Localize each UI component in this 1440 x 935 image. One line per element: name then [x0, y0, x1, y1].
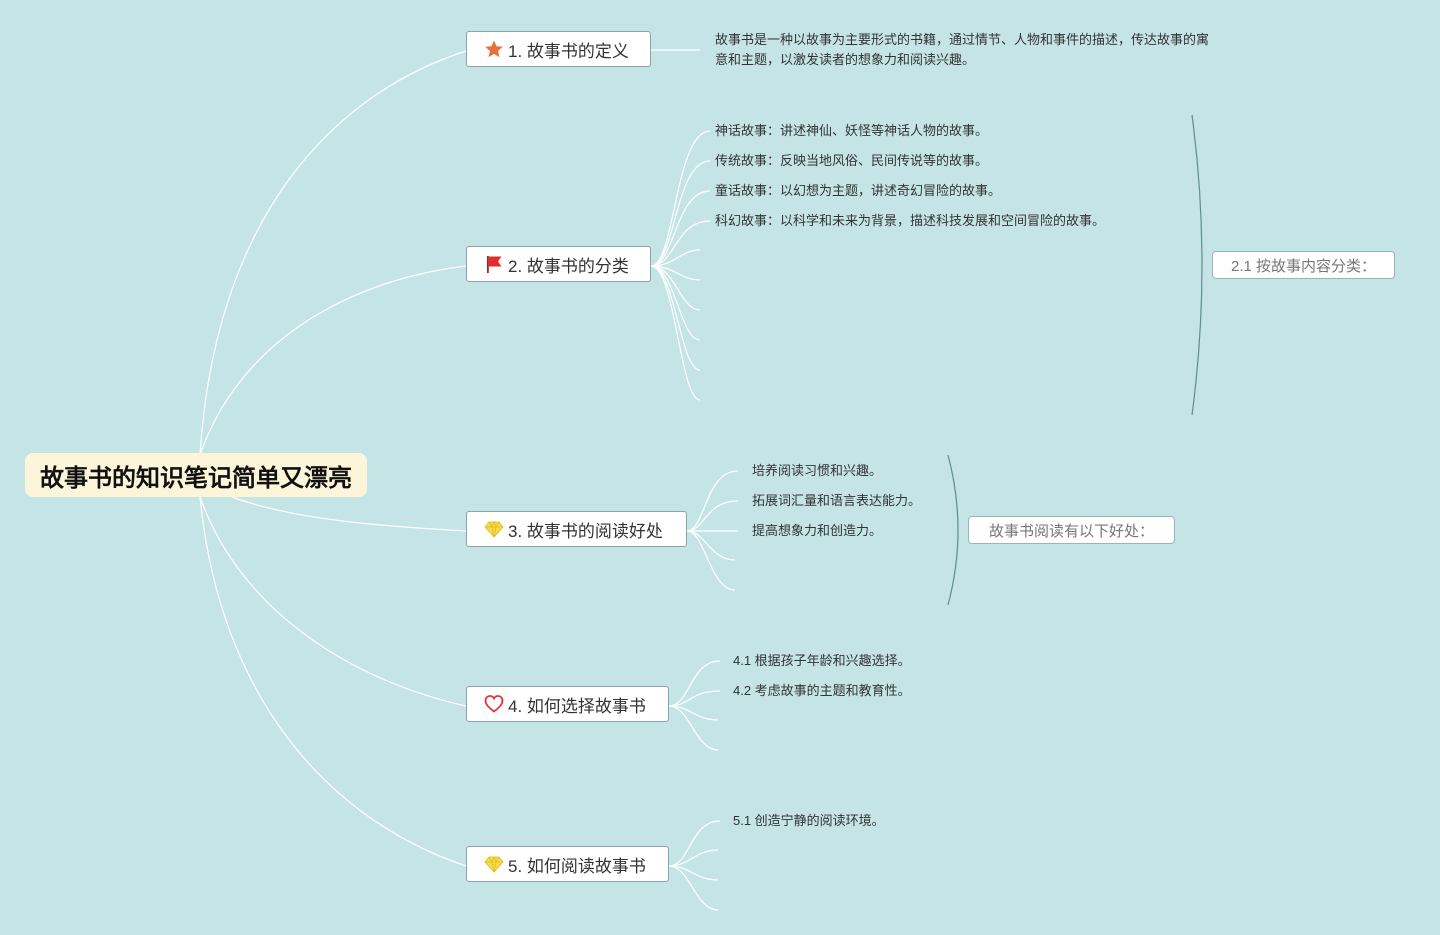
root-title: 故事书的知识笔记简单又漂亮	[40, 464, 352, 492]
root-to-topic-5-connector	[199, 496, 467, 867]
read-item[interactable]: 5.1 创造宁静的阅读环境。	[733, 813, 885, 828]
benefits-summary-bracket	[947, 454, 959, 606]
topic-label: 2. 故事书的分类	[508, 256, 629, 276]
root-to-topic-4-connector	[199, 496, 467, 707]
root-to-topic-3-connector	[231, 496, 467, 532]
diamond-icon	[484, 856, 504, 873]
benefit-item[interactable]: 提高想象力和创造力。	[752, 523, 883, 538]
summary-label: 故事书阅读有以下好处：	[988, 522, 1154, 540]
choose-item[interactable]: 4.2 考虑故事的主题和教育性。	[733, 683, 911, 698]
classification-summary[interactable]: 2.1 按故事内容分类：	[1212, 251, 1395, 279]
classification-summary-bracket	[1191, 114, 1203, 416]
heart-icon	[484, 695, 504, 713]
topic-how-to-read[interactable]: 5. 如何阅读故事书	[466, 846, 669, 882]
classification-item[interactable]: 传统故事：反映当地风俗、民间传说等的故事。	[715, 153, 989, 168]
topic-how-to-choose[interactable]: 4. 如何选择故事书	[466, 686, 669, 722]
root-to-topic-1-connector	[199, 50, 467, 456]
choose-item[interactable]: 4.1 根据孩子年龄和兴趣选择。	[733, 653, 911, 668]
definition-text[interactable]: 故事书是一种以故事为主要形式的书籍，通过情节、人物和事件的描述，传达故事的寓意和…	[715, 32, 1210, 67]
root-to-topic-2-connector	[199, 265, 467, 456]
flag-icon	[487, 256, 502, 273]
topic-benefits[interactable]: 3. 故事书的阅读好处	[466, 511, 687, 547]
classification-item[interactable]: 神话故事：讲述神仙、妖怪等神话人物的故事。	[715, 123, 989, 138]
benefit-item[interactable]: 培养阅读习惯和兴趣。	[752, 463, 883, 478]
benefits-summary[interactable]: 故事书阅读有以下好处：	[968, 516, 1175, 544]
star-icon	[485, 40, 503, 58]
topic-label: 5. 如何阅读故事书	[508, 856, 646, 876]
root-topic[interactable]: 故事书的知识笔记简单又漂亮	[25, 453, 367, 497]
benefit-item[interactable]: 拓展词汇量和语言表达能力。	[752, 493, 922, 508]
summary-label: 2.1 按故事内容分类：	[1230, 257, 1377, 275]
topic-label: 4. 如何选择故事书	[508, 696, 646, 716]
topic-label: 1. 故事书的定义	[508, 41, 629, 61]
topic-definition[interactable]: 1. 故事书的定义	[466, 31, 651, 67]
diamond-icon	[484, 521, 504, 538]
classification-item[interactable]: 科幻故事：以科学和未来为背景，描述科技发展和空间冒险的故事。	[715, 213, 1106, 228]
topic-classification[interactable]: 2. 故事书的分类	[466, 246, 651, 282]
classification-item[interactable]: 童话故事：以幻想为主题，讲述奇幻冒险的故事。	[715, 183, 1002, 198]
topic-label: 3. 故事书的阅读好处	[508, 521, 663, 541]
